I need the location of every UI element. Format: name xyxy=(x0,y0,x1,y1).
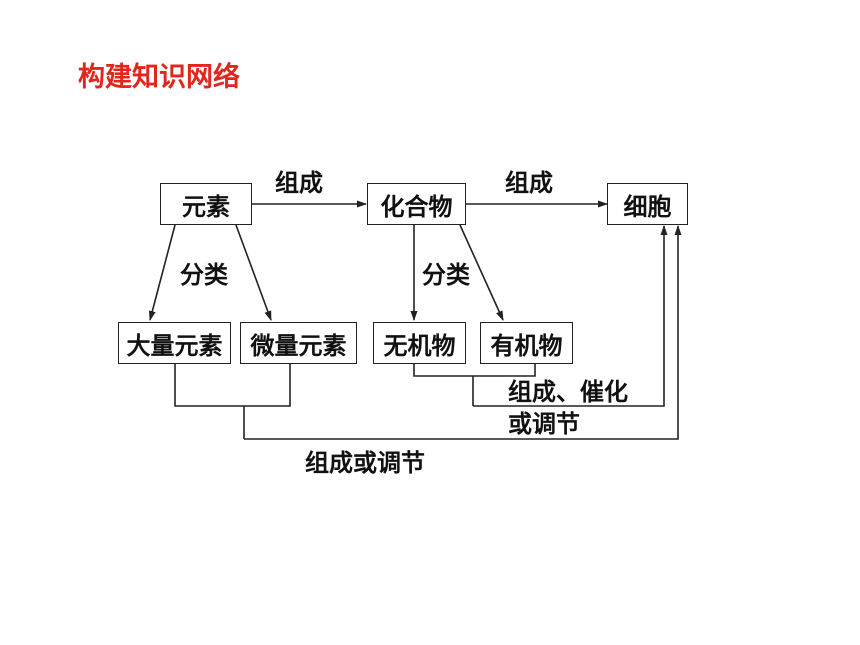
page-title: 构建知识网络 xyxy=(78,62,240,93)
edge-label-compose-or-regulate: 组成或调节 xyxy=(305,449,425,477)
arrow-elements-to-cell xyxy=(244,225,682,440)
edge-label-classify-2: 分类 xyxy=(422,261,470,289)
arrow-compounds-to-cell xyxy=(473,225,668,407)
arrow-elements-to-micro xyxy=(235,224,272,321)
edge-label-classify-1: 分类 xyxy=(180,261,228,289)
arrow-elements-to-macro xyxy=(148,224,176,321)
node-inorganic: 无机物 xyxy=(373,322,466,364)
node-cell: 细胞 xyxy=(607,183,688,225)
arrow-compound-to-organic xyxy=(459,224,504,321)
edge-label-compose-2: 组成 xyxy=(505,169,553,197)
edge-label-or-regulate: 或调节 xyxy=(508,410,580,438)
edge-label-compose-catalyze: 组成、催化 xyxy=(508,378,628,406)
bracket-compounds xyxy=(413,363,536,377)
edge-label-compose-1: 组成 xyxy=(275,169,323,197)
node-organic: 有机物 xyxy=(480,322,573,364)
node-micro-elements: 微量元素 xyxy=(240,322,357,364)
node-compound: 化合物 xyxy=(367,183,466,225)
bracket-elements xyxy=(174,363,291,407)
node-elements: 元素 xyxy=(160,183,252,225)
node-macro-elements: 大量元素 xyxy=(118,322,231,364)
